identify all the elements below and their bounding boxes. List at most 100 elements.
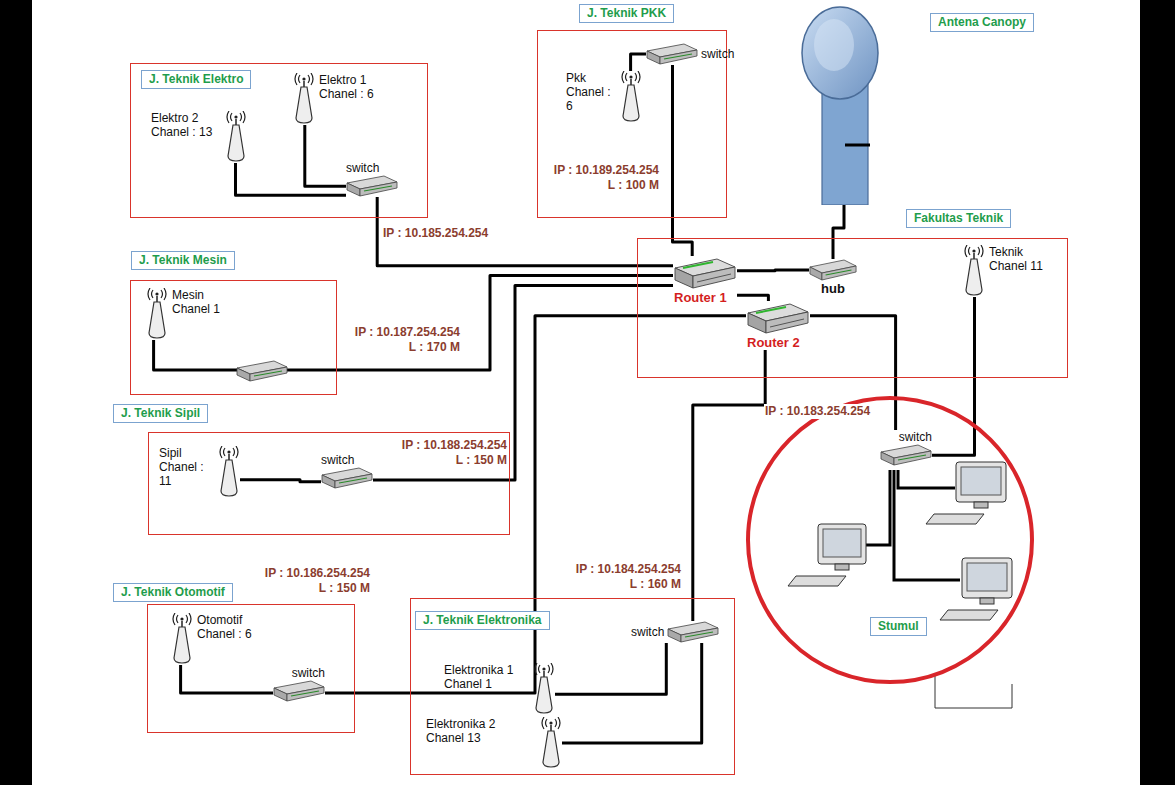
switch-icon [667,621,719,643]
router: Router 2 [746,301,810,350]
unlabeled-switch [237,361,287,381]
link-label: IP : 10.189.254.254 L : 100 M [544,163,660,193]
switch-label: switch [292,666,325,680]
network-switch: switch [273,666,325,702]
network-cable [377,197,673,266]
network-cable [325,316,746,693]
computer [926,462,1006,524]
switch-label: switch [321,453,354,467]
network-cable [305,125,346,186]
area-heading: J. Teknik Elektronika [415,611,550,630]
router-icon [746,301,810,335]
area-heading: J. Teknik Sipil [113,404,208,423]
network-cable [555,643,666,694]
access-point: Elektronika 2 Chanel 13 [426,717,562,769]
lab-circle [745,395,1035,685]
department-area: J. Teknik MesinMesin Chanel 1 [130,280,337,395]
access-point: Teknik Chanel 11 [963,245,1059,297]
area-heading: J. Teknik PKK [579,4,674,23]
switch-label: switch [631,625,664,639]
switch-icon [273,680,325,702]
access-point-icon [620,71,642,123]
access-point: Elektro 2 Chanel : 13 [151,111,247,163]
access-point-label: Elektro 2 Chanel : 13 [151,111,221,163]
switch-label: switch [899,430,932,444]
network-cable [631,54,646,71]
access-point-icon [963,245,985,297]
switch-icon [346,175,398,197]
access-point-icon [171,613,193,665]
access-point-label: Elektro 1 Chanel : 6 [319,73,391,125]
department-area: Fakultas TeknikRouter 1Router 2hubTeknik… [637,238,1068,378]
lab-label: Stumul [870,617,927,636]
area-heading: J. Teknik Otomotif [113,583,233,602]
link-label: IP : 10.187.254.254 L : 170 M [345,325,461,355]
router: Router 1 [673,256,737,305]
network-switch: switch [321,453,373,489]
access-point-label: Teknik Chanel 11 [989,245,1059,297]
link-label: IP : 10.185.254.254 [382,226,489,241]
switch-icon [321,467,373,489]
access-point-label: Otomotif Chanel : 6 [197,613,267,665]
access-point: Otomotif Chanel : 6 [171,613,267,665]
access-point-icon [146,288,168,340]
area-heading: Fakultas Teknik [906,209,1011,228]
access-point: Pkk Chanel : 6 [566,71,642,123]
hub-icon [809,259,857,281]
network-cable [737,295,768,301]
switch-icon [880,444,932,466]
access-point-icon [533,663,555,715]
hub-label: hub [821,281,845,296]
antenna-label: Antena Canopy [930,13,1034,32]
switch-label: switch [346,161,379,175]
computer [940,558,1012,620]
department-area: J. Teknik Elektronika switchElektronika 1… [410,598,735,775]
router-icon [673,256,737,290]
lan-cables [866,470,960,580]
network-switch: switch [346,161,398,197]
access-point-label: Elektronika 2 Chanel 13 [426,717,536,769]
access-point-icon [218,446,240,498]
access-point-label: Sipil Chanel : 11 [159,446,214,498]
access-point-label: Elektronika 1 Chanel 1 [444,663,529,715]
network-cable [240,480,321,482]
access-point: Elektro 1 Chanel : 6 [293,73,391,125]
network-cable [236,163,347,195]
department-area: J. Teknik Elektro Elektro 1 Chanel : 6 Ele… [130,63,428,218]
network-switch: switch [880,430,932,466]
network-switch: switch [631,621,719,643]
access-point-icon [293,73,315,125]
area-heading: J. Teknik Elektro [141,70,251,89]
switch-label: switch [701,47,734,61]
hub: hub [809,259,857,296]
computer [788,524,866,586]
access-point: Mesin Chanel 1 [146,288,222,340]
router-label: Router 2 [746,335,801,350]
desk-outline [935,676,1012,708]
lab-area: Stumul switch [745,395,1035,685]
network-cable [833,205,844,259]
canopy-antenna: Antena Canopy [790,5,1060,205]
network-cable [154,276,673,370]
antenna-dish [790,5,1060,205]
department-area: J. Teknik OtomotifOtomotif Chanel : 6swi… [147,604,355,733]
network-cable [673,65,693,256]
link-label: IP : 10.188.254.254 L : 150 M [392,438,508,468]
link-label: IP : 10.184.254.254 L : 160 M [566,562,682,592]
access-point: Sipil Chanel : 11 [159,446,240,498]
router-label: Router 1 [673,290,728,305]
access-point-label: Pkk Chanel : 6 [566,71,616,123]
access-point-icon [540,717,562,769]
link-label: IP : 10.183.254.254 [764,404,871,419]
area-heading: J. Teknik Mesin [131,251,235,270]
network-cable [932,297,975,455]
access-point-label: Mesin Chanel 1 [172,288,222,340]
network-cable [737,269,809,273]
access-point: Elektronika 1 Chanel 1 [444,663,555,715]
network-switch: switch [646,43,734,65]
link-label: IP : 10.186.254.254 L : 150 M [255,566,371,596]
access-point-icon [225,111,247,163]
network-cable [181,665,273,693]
switch-icon [646,43,698,65]
